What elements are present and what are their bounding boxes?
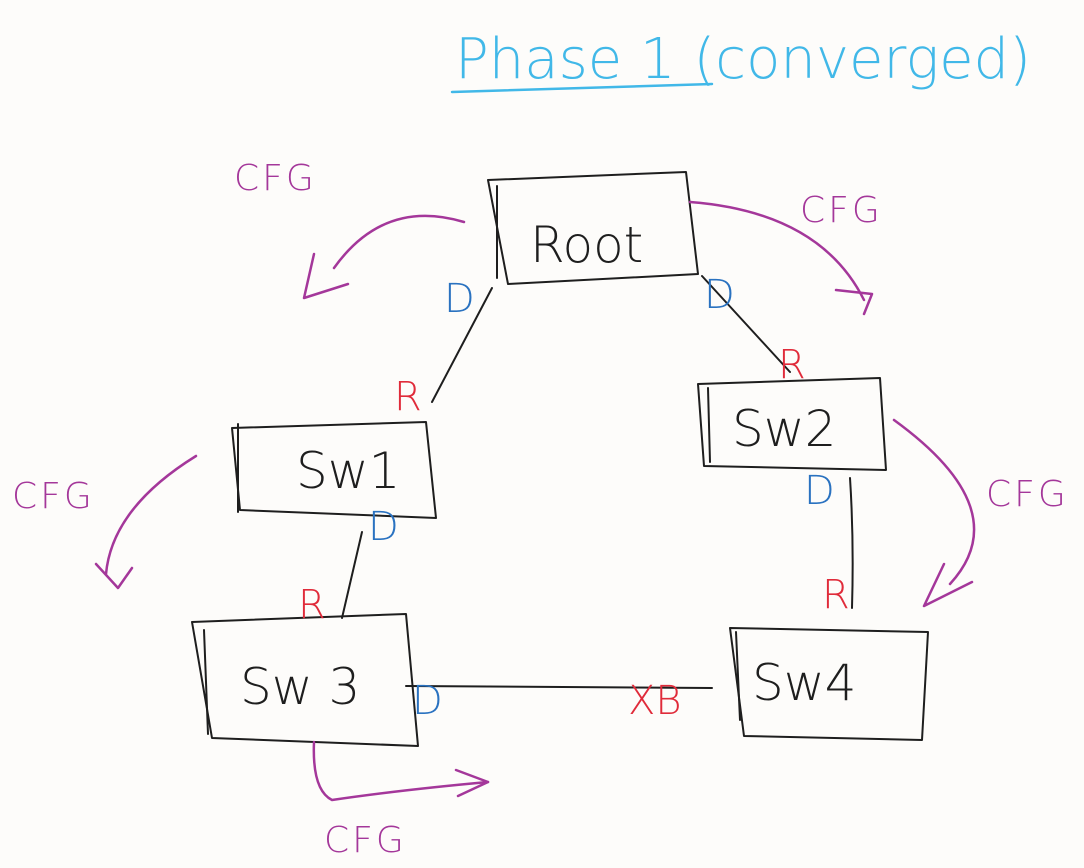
switch-sw3: Sw 3 [191, 613, 419, 747]
port-sw2-sw4-designated: D [804, 468, 835, 514]
cfg-label-root-left: CFG [234, 158, 317, 199]
switch-root-box [487, 171, 699, 285]
cfg-arrow-sw2: CFG [892, 418, 1069, 608]
port-labels: D R D R D R D R D XB [298, 272, 850, 724]
switch-sw1-label: Sw1 [296, 442, 400, 500]
link-sw3-sw4 [405, 685, 713, 689]
port-root-sw2-designated: D [704, 272, 735, 318]
port-sw3-sw4-designated: D [412, 678, 443, 724]
cfg-arrow-sw1-head [94, 562, 134, 590]
switch-sw2: Sw2 [697, 377, 887, 471]
cfg-arrow-sw3-head [454, 768, 490, 798]
switch-sw1: Sw1 [231, 421, 437, 519]
switch-sw4: Sw4 [729, 627, 929, 741]
cfg-arrow-root-right: CFG [688, 190, 883, 316]
link-sw1-sw3 [341, 531, 363, 619]
port-sw3-root-port: R [298, 582, 326, 628]
cfg-arrows: CFG CFG CFG CFG CFG [12, 158, 1069, 861]
cfg-arrow-sw3-line [312, 740, 490, 802]
link-root-sw2 [701, 275, 791, 373]
switch-sw2-box [697, 377, 887, 471]
port-sw4-blocked: XB [628, 678, 682, 724]
port-sw1-root-port: R [394, 374, 422, 420]
port-sw2-root-port: R [778, 342, 806, 388]
port-sw1-sw3-designated: D [368, 504, 399, 550]
cfg-arrow-sw3: CFG [312, 740, 490, 861]
cfg-arrow-root-left-line [332, 214, 466, 270]
switch-sw2-label: Sw2 [732, 400, 836, 458]
cfg-arrow-root-right-line [688, 200, 866, 302]
switch-sw4-edge [735, 631, 741, 721]
diagram-title: Phase 1 (converged) [450, 27, 1031, 94]
link-sw2-sw4 [849, 477, 854, 609]
cfg-arrow-root-right-head [834, 288, 874, 316]
switch-sw3-edge [203, 629, 209, 735]
cfg-arrow-root-left-head [302, 252, 350, 300]
cfg-arrow-sw1-line [104, 454, 198, 576]
cfg-label-sw3: CFG [324, 820, 407, 861]
title-text: Phase 1 (converged) [455, 27, 1031, 92]
switch-root-label: Root [530, 216, 643, 274]
cfg-label-sw2: CFG [986, 474, 1069, 515]
switch-sw3-box [191, 613, 419, 747]
cfg-arrow-sw1: CFG [12, 454, 198, 590]
cfg-arrow-root-left: CFG [234, 158, 466, 300]
port-sw4-root-port: R [822, 572, 850, 618]
link-root-sw1 [431, 287, 493, 403]
cfg-arrow-sw2-head [922, 562, 974, 608]
switch-sw2-edge [707, 387, 711, 463]
cfg-label-sw1: CFG [12, 476, 95, 517]
links [341, 275, 854, 689]
cfg-label-root-right: CFG [800, 190, 883, 231]
title-underline [450, 82, 714, 94]
cfg-arrow-sw2-line [892, 418, 976, 586]
port-root-sw1-designated: D [444, 276, 475, 322]
switch-sw3-label: Sw 3 [240, 658, 360, 716]
switch-root: Root [487, 171, 699, 285]
switch-sw4-label: Sw4 [752, 654, 856, 712]
